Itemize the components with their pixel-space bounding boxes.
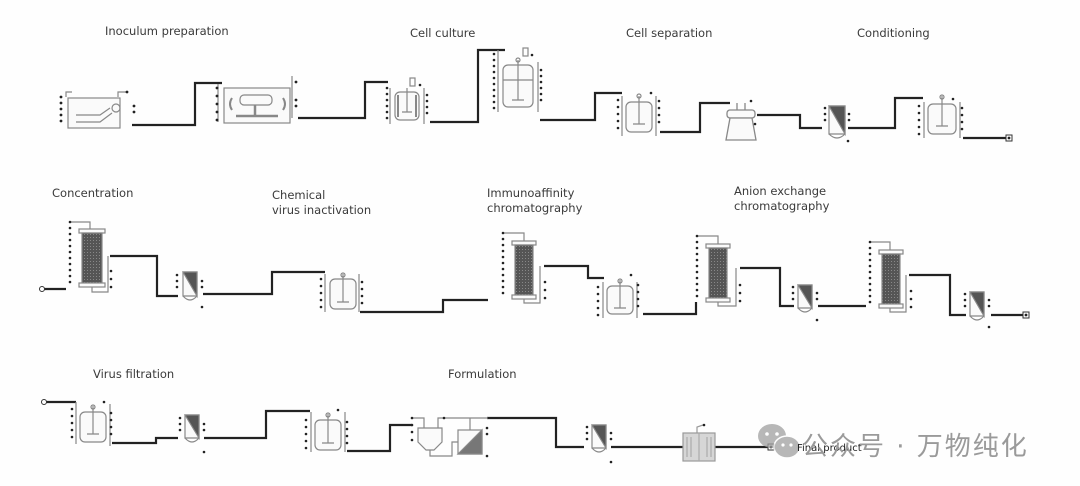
flow-lines-row-3 [44, 400, 770, 453]
stage-label-immunoaffinity: Immunoaffinity chromatography [487, 186, 583, 215]
affinity-column-icon [502, 232, 541, 304]
anion-column-1-icon [698, 235, 737, 307]
stage-label-virus-inactivation: Chemical virus inactivation [272, 188, 372, 217]
pool-tank-icon [602, 278, 638, 318]
stage-label-virus-filtration: Virus filtration [93, 367, 175, 381]
flow-lines-row-2 [42, 254, 1024, 317]
stage-label-conditioning: Conditioning [857, 26, 930, 40]
row-2-inlet-icon [39, 286, 45, 292]
stage-label-formulation: Formulation [448, 367, 517, 381]
filter-icon [181, 271, 198, 301]
virus-filter-icon [183, 414, 200, 443]
centrifuge-icon [725, 103, 757, 141]
mixing-tank-icon [412, 417, 488, 451]
anion-column-2-icon [870, 241, 907, 313]
flow-lines-row-1 [132, 48, 1008, 140]
depth-filter-icon [827, 105, 846, 139]
filter-icon [796, 284, 813, 313]
formulation-tank-icon [310, 412, 346, 452]
inactivation-tank-icon [324, 272, 360, 312]
stage-label-inoculum: Inoculum preparation [105, 24, 229, 38]
shaker-incubator-icon [217, 76, 293, 124]
uf-column-icon [70, 221, 109, 293]
stage-label-cell-separation: Cell separation [626, 26, 713, 40]
diafiltration-unit-icon [429, 418, 483, 457]
port-dots [59, 90, 136, 123]
harvest-tank-icon [621, 93, 657, 136]
stage-label-concentration: Concentration [52, 186, 134, 200]
final-product-label: Final product [797, 443, 862, 454]
wechat-icon [758, 424, 801, 459]
production-bioreactor-icon [497, 47, 539, 112]
conditioning-tank-icon [923, 94, 961, 138]
filtration-tank-icon [75, 402, 111, 446]
filter-icon [968, 291, 985, 321]
seed-bioreactor-icon [389, 77, 425, 124]
filling-unit-icon [682, 424, 716, 462]
stage-label-anion-exchange: Anion exchange chromatography [734, 184, 830, 213]
watermark: 公众号 · 万物纯化 [758, 424, 1029, 464]
row-2-outlet-icon [1022, 311, 1030, 319]
stage-label-cell-culture: Cell culture [410, 26, 476, 40]
watermark-text: 公众号 · 万物纯化 [802, 431, 1029, 462]
row-1-outlet-icon [1005, 134, 1013, 142]
sterile-filter-icon [590, 424, 607, 453]
seed-flask-icon [65, 91, 126, 129]
row-3-inlet-icon [41, 399, 47, 405]
